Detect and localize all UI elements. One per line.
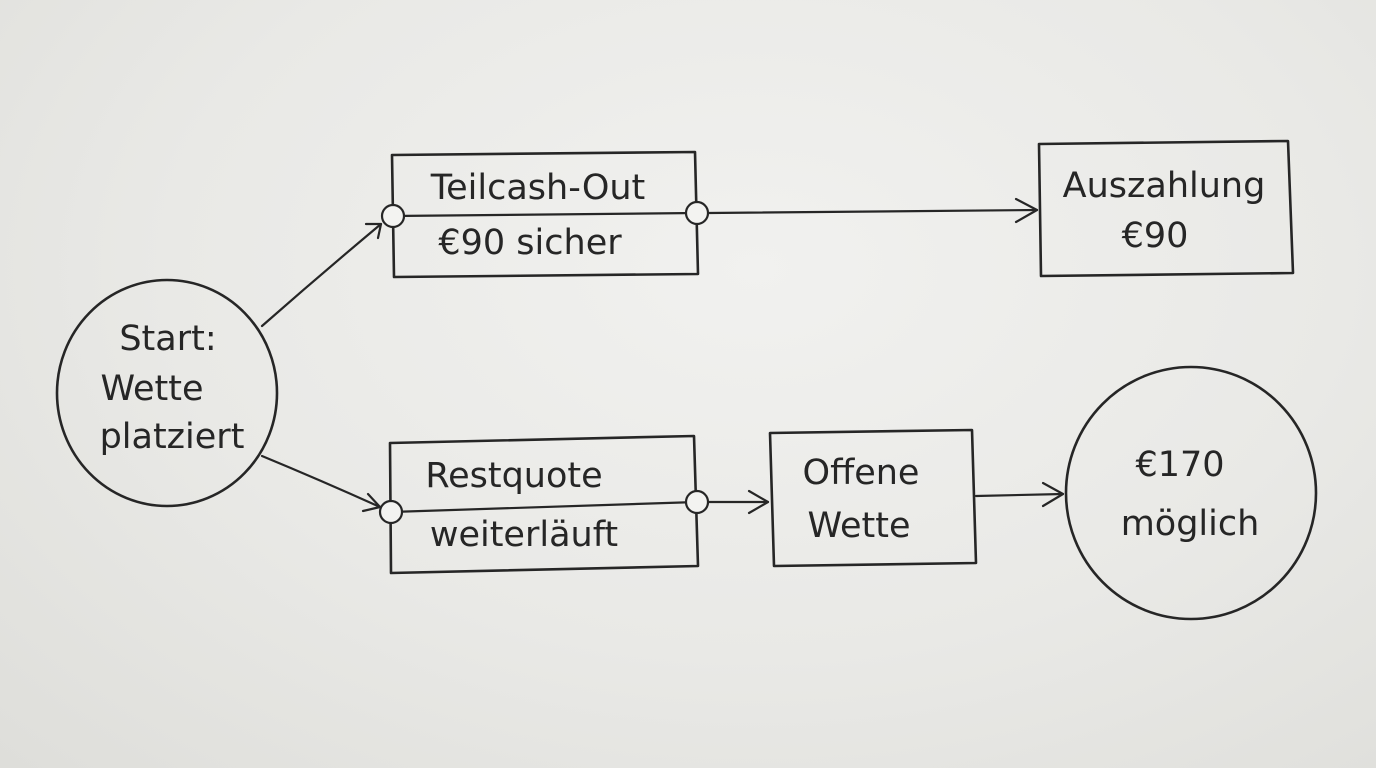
partial-cashout-top-label: Teilcash-Out — [430, 168, 646, 208]
node-remaining: Restquote weiterläuft — [378, 434, 710, 575]
start-label-line3: platziert — [100, 417, 245, 457]
possible-label-line1: €170 — [1135, 445, 1224, 485]
node-payout: Auszahlung €90 — [1037, 139, 1295, 278]
possible-label-line2: möglich — [1121, 504, 1260, 544]
partial-cashout-out-port — [684, 200, 710, 226]
node-start: Start: Wette platziert — [55, 278, 279, 508]
partial-cashout-in-port — [380, 203, 406, 229]
remaining-in-port — [378, 499, 404, 525]
node-open-bet: Offene Wette — [768, 428, 978, 568]
payout-label-line1: Auszahlung — [1063, 166, 1266, 206]
remaining-top-label: Restquote — [425, 456, 602, 496]
remaining-out-port — [684, 489, 710, 515]
edge-partial-cashout-to-payout — [707, 197, 1039, 224]
payout-label-line2: €90 — [1122, 216, 1189, 256]
edge-open-bet-to-possible — [974, 481, 1065, 508]
open-bet-label-line1: Offene — [803, 453, 920, 493]
node-possible: €170 möglich — [1064, 365, 1318, 621]
node-partial-cashout: Teilcash-Out €90 sicher — [380, 150, 710, 279]
start-label-line2: Wette — [100, 369, 203, 409]
remaining-bottom-label: weiterläuft — [430, 515, 618, 555]
edge-remaining-to-open-bet — [707, 489, 770, 515]
open-bet-label-line2: Wette — [807, 506, 910, 546]
edge-start-to-partial-cashout — [260, 222, 383, 328]
edge-start-to-remaining — [260, 454, 382, 513]
partial-cashout-bottom-label: €90 sicher — [438, 223, 622, 263]
start-label-line1: Start: — [119, 319, 216, 359]
